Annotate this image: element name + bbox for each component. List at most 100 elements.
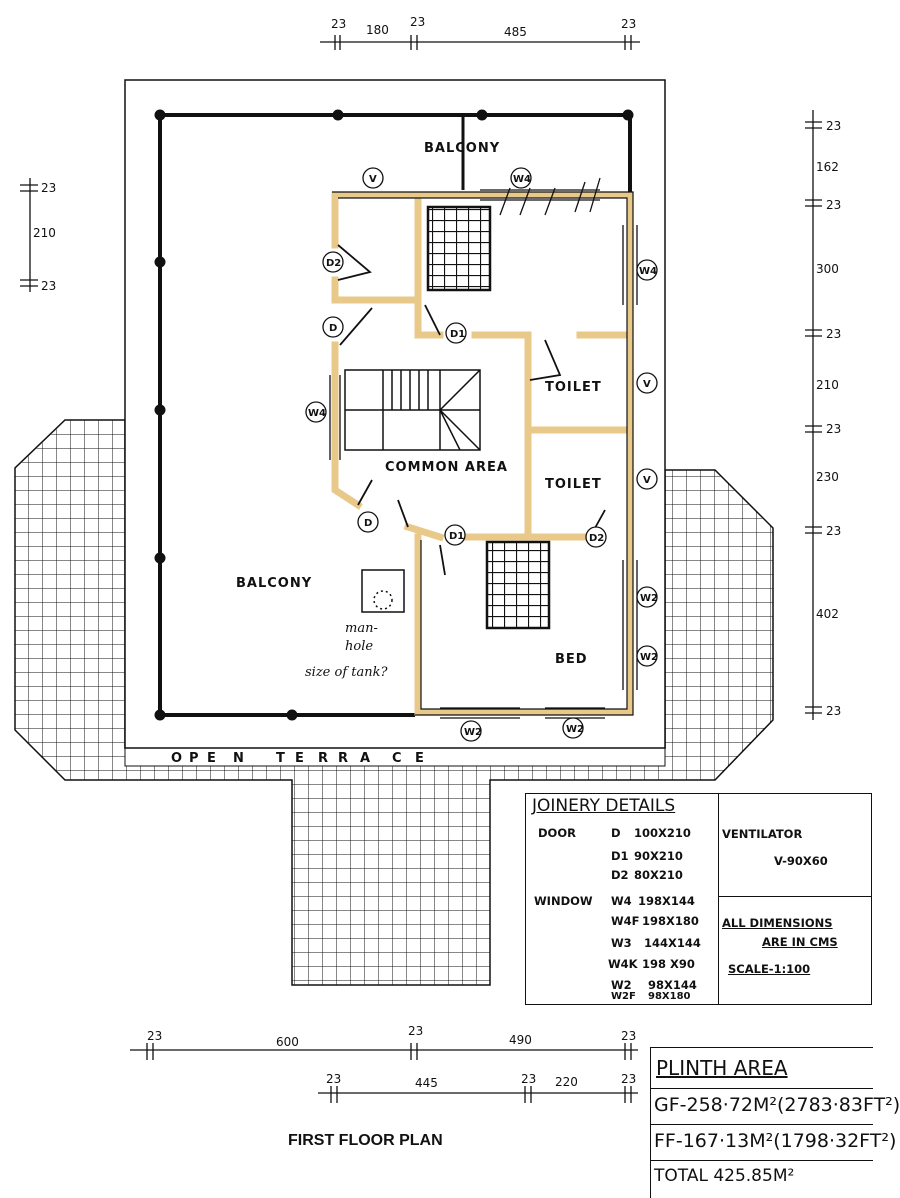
dim-bottom: 23 — [147, 1029, 162, 1043]
table-divider — [651, 1160, 873, 1161]
tag-w4: W4 — [308, 408, 326, 419]
tag-d2: D2 — [326, 258, 341, 269]
dim-top: 485 — [504, 25, 527, 39]
dim-bottom: 23 — [521, 1072, 536, 1086]
table-divider — [651, 1124, 873, 1125]
terrace-letter: R — [318, 751, 329, 766]
dim-top: 23 — [621, 17, 636, 31]
window-size: 198X180 — [642, 914, 699, 928]
dim-left: 210 — [33, 226, 56, 240]
scale-note: SCALE-1:100 — [728, 962, 811, 976]
manhole-note: size of tank? — [305, 665, 388, 680]
plinth-area-table: PLINTH AREA GF-258·72M²(2783·83FT²) FF-1… — [650, 1047, 900, 1198]
dim-right: 23 — [826, 704, 841, 718]
tag-v: V — [643, 475, 651, 486]
dim-bottom: 490 — [509, 1033, 532, 1047]
tag-w2: W2 — [640, 593, 658, 604]
terrace-letter: E — [415, 751, 425, 766]
opening-tags — [305, 167, 658, 742]
dim-right: 23 — [826, 422, 841, 436]
tag-w4: W4 — [513, 174, 531, 185]
dim-right: 210 — [816, 378, 839, 392]
window-size: 98X180 — [648, 991, 691, 1002]
dimension-text: 23 180 23 485 23 23 210 23 23 162 23 300… — [33, 15, 841, 1090]
door-code: D2 — [611, 868, 629, 882]
dim-left: 23 — [41, 181, 56, 195]
room-label-toilet: TOILET — [545, 477, 602, 492]
staircase — [344, 369, 481, 451]
dim-right: 23 — [826, 524, 841, 538]
window-code: W4 — [611, 894, 632, 908]
window-size: 198 X90 — [642, 957, 695, 971]
room-label-balcony-top: BALCONY — [424, 141, 500, 156]
dim-top: 23 — [410, 15, 425, 29]
ventilator-label: VENTILATOR — [722, 827, 803, 841]
manhole-note: man- — [345, 621, 378, 636]
plan-title: FIRST FLOOR PLAN — [288, 1132, 443, 1149]
door-label: DOOR — [538, 826, 576, 840]
dim-right: 230 — [816, 470, 839, 484]
plinth-title: PLINTH AREA — [656, 1056, 788, 1080]
tag-d1: D1 — [450, 329, 465, 340]
dim-right: 402 — [816, 607, 839, 621]
room-label-balcony-left: BALCONY — [236, 576, 312, 591]
terrace-letter: R — [338, 751, 349, 766]
dim-top: 23 — [331, 17, 346, 31]
interior-walls — [331, 191, 634, 716]
tag-w4: W4 — [639, 266, 657, 277]
terrace-letter: E — [295, 751, 305, 766]
dim-left: 23 — [41, 279, 56, 293]
dim-bottom: 600 — [276, 1035, 299, 1049]
dim-bottom: 23 — [326, 1072, 341, 1086]
window-size: 144X144 — [644, 936, 701, 950]
dim-right: 23 — [826, 198, 841, 212]
door-size: 80X210 — [634, 868, 683, 882]
tag-v: V — [369, 174, 377, 185]
plinth-total: TOTAL 425.85M² — [654, 1166, 795, 1186]
room-label-toilet: TOILET — [545, 380, 602, 395]
terrace-letter: N — [233, 751, 245, 766]
units-note: ALL DIMENSIONS — [722, 916, 833, 930]
room-label-bed: BED — [555, 652, 588, 667]
terrace-letter: O — [171, 751, 183, 766]
dimension-lines — [20, 35, 822, 1103]
terrace-letter: E — [207, 751, 217, 766]
windows — [329, 177, 638, 719]
ventilator-size: V-90X60 — [774, 854, 828, 868]
tag-w2: W2 — [566, 724, 584, 735]
tag-w2: W2 — [640, 652, 658, 663]
table-divider — [651, 1088, 873, 1089]
plinth-ff: FF-167·13M²(1798·32FT²) — [654, 1130, 897, 1152]
door-code: D1 — [611, 849, 629, 863]
dim-bottom: 23 — [621, 1072, 636, 1086]
plinth-gf: GF-258·72M²(2783·83FT²) — [654, 1094, 900, 1116]
terrace-letter: C — [392, 751, 403, 766]
balcony-parapet — [154, 109, 634, 721]
dim-right: 300 — [816, 262, 839, 276]
terrace-letter: A — [360, 751, 371, 766]
dim-right: 23 — [826, 119, 841, 133]
interior-wall-outlines — [332, 191, 634, 716]
door-size: 100X210 — [634, 826, 691, 840]
window-code: W4K — [608, 957, 638, 971]
terrace-letter: P — [189, 751, 200, 766]
tag-d: D — [329, 323, 337, 334]
units-note: ARE IN CMS — [762, 935, 838, 949]
terrace-letter: T — [276, 751, 286, 766]
door-code: D — [611, 826, 621, 840]
open-terrace-label: O P E N T E R R A C E — [125, 751, 435, 767]
window-size: 98X144 — [648, 978, 697, 992]
tag-d1: D1 — [449, 531, 464, 542]
window-label: WINDOW — [534, 894, 593, 908]
tag-d: D — [364, 518, 372, 529]
window-code: W4F — [611, 914, 640, 928]
dim-bottom: 445 — [415, 1076, 438, 1090]
door-size: 90X210 — [634, 849, 683, 863]
tag-w2: W2 — [464, 727, 482, 738]
open-terrace-tiles — [14, 79, 774, 986]
dim-bottom: 23 — [621, 1029, 636, 1043]
dim-bottom: 220 — [555, 1075, 578, 1089]
table-divider — [718, 794, 719, 1004]
opening-tag-text: V D2 D D1 W4 D D1 D2 V V W4 W2 W2 W2 W2 … — [308, 174, 658, 738]
